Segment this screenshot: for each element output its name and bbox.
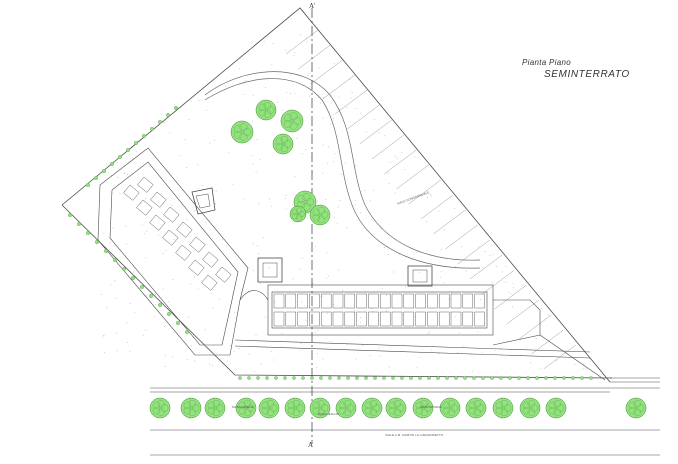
street xyxy=(150,377,660,456)
title-line-2: SEMINTERRATO xyxy=(544,69,630,80)
parking-label: PARCHEGGIO xyxy=(318,412,340,416)
site-boundary xyxy=(61,7,613,383)
drawing-title: Pianta Piano SEMINTERRATO xyxy=(508,58,668,80)
title-line-1: Pianta Piano xyxy=(522,58,571,67)
parking-hatch xyxy=(285,29,576,370)
building-block-main xyxy=(234,257,606,381)
trees xyxy=(68,99,647,419)
curved-access-road xyxy=(204,71,481,269)
curb-label-left: MARCIAPIEDE xyxy=(232,405,254,409)
curb-label-right: MARCIAPIEDE xyxy=(420,405,442,409)
axis-label-top: A' xyxy=(309,2,316,10)
building-wing-left xyxy=(97,147,249,356)
street-label: VIALE A.M. MARTIN LO GRANDINETTO xyxy=(385,433,444,437)
ground-texture xyxy=(101,34,587,373)
axis-label-bottom: A xyxy=(308,441,314,449)
